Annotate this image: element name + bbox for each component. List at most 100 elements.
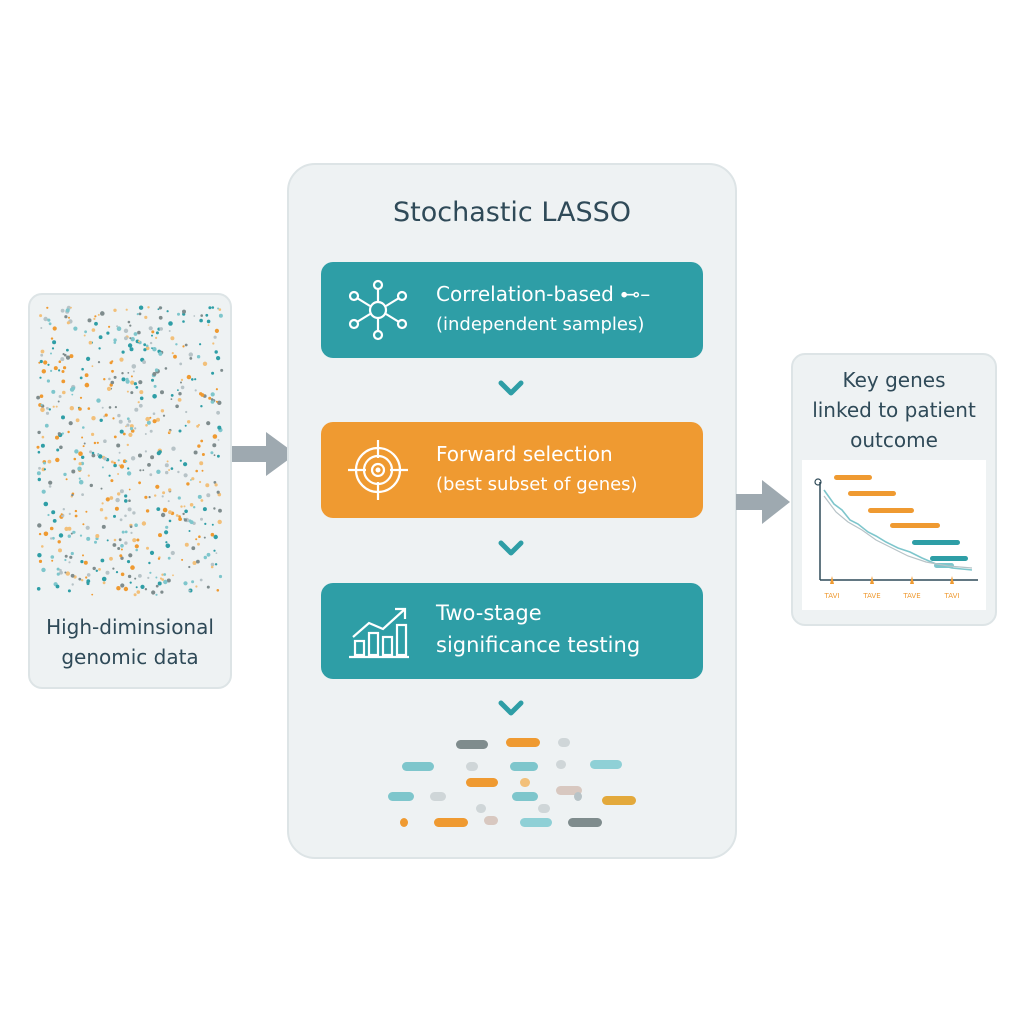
data-dot [113, 514, 116, 518]
data-dot [71, 469, 76, 474]
data-dot [67, 526, 72, 531]
data-dot [53, 366, 58, 371]
data-dot [151, 347, 153, 349]
data-dot [217, 425, 222, 430]
data-dot [158, 306, 162, 310]
step-1-subtitle: (independent samples) [436, 314, 645, 335]
data-dot [96, 398, 101, 403]
data-dot [199, 343, 202, 346]
data-dot [164, 530, 169, 535]
data-dot [194, 378, 197, 381]
data-dot [91, 328, 96, 332]
data-dot [46, 406, 49, 410]
survival-curve [823, 495, 973, 569]
data-dot [183, 462, 188, 467]
data-dot [116, 586, 121, 591]
data-dot [95, 534, 100, 538]
data-dot [206, 585, 210, 589]
gene-effect-bar [890, 523, 940, 528]
data-dot [173, 354, 177, 359]
data-dot [126, 560, 131, 564]
tick-marker [950, 576, 954, 584]
data-dot [124, 541, 128, 545]
data-dot [103, 415, 106, 418]
arrow-right-icon [232, 432, 296, 476]
data-dot [177, 312, 180, 316]
data-dot [134, 577, 137, 580]
data-dot [113, 538, 117, 542]
data-dot [135, 548, 138, 552]
data-dot [217, 439, 220, 441]
gene-effect-bar [868, 508, 914, 513]
data-dot [120, 556, 124, 560]
data-dot [105, 497, 110, 502]
data-dot [146, 546, 149, 550]
data-dot [178, 392, 182, 396]
data-dot [91, 451, 95, 455]
data-dot [130, 337, 135, 342]
data-dot [196, 355, 201, 359]
data-dot [147, 306, 150, 309]
data-dot [167, 556, 171, 560]
data-dot [144, 588, 148, 591]
data-dot [149, 429, 153, 433]
data-dot [121, 530, 125, 534]
gene-bar [400, 818, 408, 827]
data-dot [134, 427, 137, 430]
data-dot [210, 532, 215, 537]
data-dot [86, 573, 91, 577]
tick-marker [870, 576, 874, 584]
data-dot [180, 505, 183, 508]
data-dot [71, 583, 74, 586]
gene-bar [556, 760, 566, 769]
data-dot [127, 574, 132, 579]
data-dot [141, 521, 147, 526]
data-dot [160, 590, 164, 594]
gene-bar [506, 738, 540, 747]
data-dot [130, 375, 133, 378]
data-dot [213, 507, 216, 510]
data-dot [70, 573, 75, 578]
data-dot [39, 394, 44, 398]
data-dot [178, 517, 183, 521]
data-dot [103, 456, 107, 461]
output-caption: Key genes linked to patient outcome [791, 365, 997, 455]
data-dot [129, 427, 134, 431]
data-dot [177, 470, 180, 474]
data-dot [50, 369, 53, 372]
gene-bar [466, 762, 478, 771]
data-dot [71, 386, 76, 391]
data-dot [183, 505, 186, 508]
data-dot [216, 410, 221, 415]
data-dot [129, 424, 134, 429]
data-dot [50, 555, 55, 559]
data-dot [218, 313, 223, 318]
data-dot [55, 405, 58, 408]
data-dot [78, 477, 81, 480]
data-dot [175, 404, 179, 409]
data-dot [91, 453, 96, 458]
data-dot [165, 543, 171, 549]
data-dot [149, 416, 152, 419]
data-dot [82, 523, 85, 526]
data-dot [96, 454, 99, 457]
data-dot [78, 479, 84, 485]
data-dot [75, 418, 80, 423]
data-dot [71, 393, 74, 396]
gene-bar [434, 818, 468, 827]
data-dot [58, 533, 64, 538]
data-dot [164, 463, 169, 468]
data-dot [106, 331, 110, 335]
tick-label: TAVE [902, 592, 920, 600]
data-dot [188, 352, 193, 357]
data-dot [61, 379, 66, 384]
data-dot [50, 352, 52, 355]
data-dot [133, 332, 138, 336]
data-dot [57, 432, 61, 436]
data-dot [62, 353, 65, 356]
data-dot [127, 320, 131, 324]
data-dot [47, 513, 50, 517]
data-dot [41, 369, 46, 374]
data-dot [36, 471, 41, 476]
data-dot [187, 420, 191, 424]
